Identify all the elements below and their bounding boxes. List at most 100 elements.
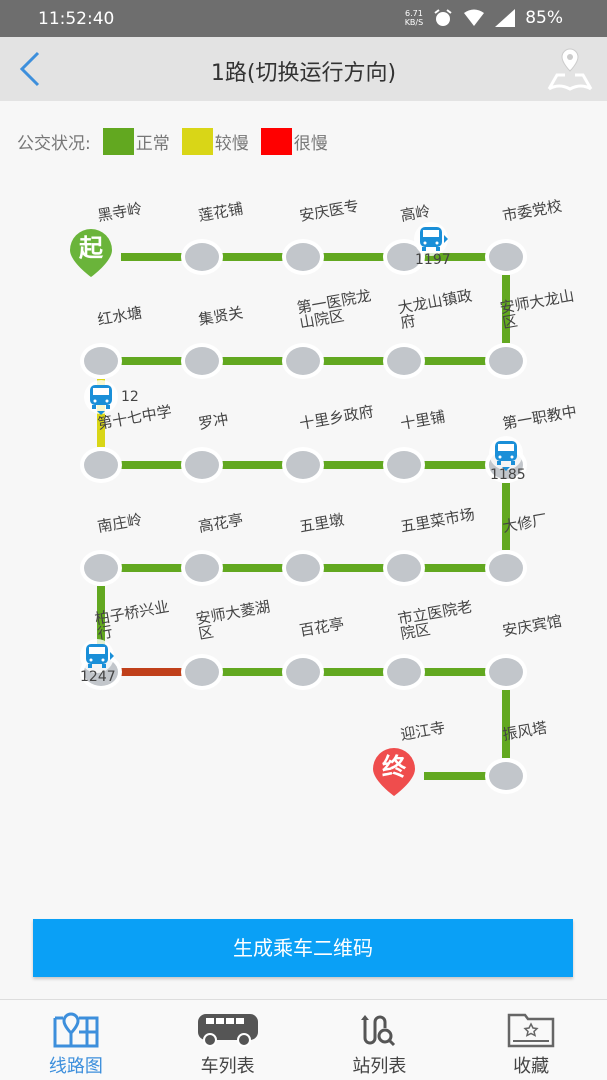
route-segment bbox=[424, 461, 486, 469]
station-label[interactable]: 集贤关 bbox=[197, 303, 245, 329]
station-node[interactable] bbox=[185, 347, 219, 375]
route-segment bbox=[424, 357, 486, 365]
legend-swatch-very-slow bbox=[260, 128, 292, 155]
bus-icon[interactable] bbox=[413, 221, 449, 257]
station-node[interactable] bbox=[84, 347, 118, 375]
bus-number: 1197 bbox=[415, 252, 451, 268]
station-node[interactable] bbox=[185, 658, 219, 686]
route-segment bbox=[424, 668, 486, 676]
station-node[interactable] bbox=[489, 347, 523, 375]
station-node[interactable] bbox=[84, 451, 118, 479]
bus-icon bbox=[197, 1014, 258, 1047]
route-segment bbox=[222, 461, 283, 469]
station-label[interactable]: 红水塘 bbox=[96, 303, 144, 329]
station-label[interactable]: 黑寺岭 bbox=[96, 199, 144, 225]
station-node[interactable] bbox=[387, 451, 421, 479]
station-node[interactable] bbox=[286, 554, 320, 582]
wifi-icon bbox=[464, 9, 485, 26]
station-node[interactable] bbox=[84, 554, 118, 582]
route-segment bbox=[323, 461, 384, 469]
station-label[interactable]: 市委党校 bbox=[501, 196, 564, 225]
station-label[interactable]: 大龙山镇政 府 bbox=[396, 286, 474, 332]
station-node[interactable] bbox=[185, 243, 219, 271]
station-label[interactable]: 十里铺 bbox=[399, 407, 447, 433]
station-label[interactable]: 第一职教中 bbox=[501, 402, 579, 433]
station-label[interactable]: 第一医院龙 山院区 bbox=[295, 286, 373, 332]
net-speed-value: 6.71 bbox=[405, 9, 423, 18]
station-node[interactable] bbox=[286, 451, 320, 479]
route-segment bbox=[97, 586, 105, 654]
route-map-icon bbox=[53, 1012, 99, 1048]
map-pin-icon[interactable] bbox=[545, 45, 595, 93]
route-segment bbox=[502, 275, 510, 343]
station-label[interactable]: 五里墩 bbox=[298, 510, 346, 536]
route-map: 黑寺岭莲花铺安庆医专高岭市委党校安师大龙山 区大龙山镇政 府第一医院龙 山院区集… bbox=[0, 180, 607, 820]
battery-level: 85% bbox=[525, 8, 563, 28]
bus-number: 1185 bbox=[490, 467, 526, 483]
tab-station-list[interactable]: 站列表 bbox=[304, 1000, 456, 1080]
station-node[interactable] bbox=[387, 243, 421, 271]
station-node[interactable] bbox=[489, 762, 523, 790]
bus-icon[interactable] bbox=[83, 379, 119, 415]
tab-label: 收藏 bbox=[513, 1056, 550, 1077]
station-label[interactable]: 大修厂 bbox=[501, 510, 549, 536]
bottom-tab-bar: 线路图 车列表 站列表 收藏 bbox=[0, 999, 607, 1080]
station-label[interactable]: 安师大龙山 区 bbox=[498, 286, 576, 332]
station-label[interactable]: 迎江寺 bbox=[399, 718, 447, 744]
legend-swatch-slow bbox=[181, 128, 213, 155]
start-marker[interactable]: 起 bbox=[68, 227, 114, 279]
station-label[interactable]: 五里菜市场 bbox=[399, 505, 477, 536]
route-segment bbox=[222, 357, 283, 365]
station-node[interactable] bbox=[489, 554, 523, 582]
station-label[interactable]: 南庄岭 bbox=[96, 510, 144, 536]
legend-label-very-slow: 很慢 bbox=[293, 134, 328, 154]
station-label[interactable]: 十里乡政府 bbox=[298, 402, 376, 433]
traffic-legend: 公交状况: 正常 较慢 很慢 bbox=[17, 128, 328, 155]
station-label[interactable]: 高花亭 bbox=[197, 510, 245, 536]
route-segment bbox=[424, 772, 486, 780]
bus-number: 1247 bbox=[80, 669, 116, 685]
bus-icon[interactable] bbox=[79, 638, 115, 674]
route-segment bbox=[502, 690, 510, 758]
marker-text: 起 bbox=[79, 234, 103, 262]
station-label[interactable]: 罗冲 bbox=[197, 410, 230, 433]
route-segment bbox=[121, 253, 182, 261]
tab-bus-list[interactable]: 车列表 bbox=[152, 1000, 304, 1080]
tab-favorites[interactable]: 收藏 bbox=[455, 1000, 607, 1080]
net-speed-unit: KB/S bbox=[404, 18, 424, 27]
station-node[interactable] bbox=[286, 243, 320, 271]
marker-text: 终 bbox=[382, 753, 406, 781]
station-label[interactable]: 安庆医专 bbox=[298, 196, 361, 225]
station-label[interactable]: 安庆宾馆 bbox=[501, 611, 564, 640]
end-marker[interactable]: 终 bbox=[371, 746, 417, 798]
station-node[interactable] bbox=[387, 347, 421, 375]
generate-qr-button[interactable]: 生成乘车二维码 bbox=[33, 919, 573, 977]
route-segment bbox=[222, 564, 283, 572]
station-node[interactable] bbox=[387, 658, 421, 686]
tab-route-map[interactable]: 线路图 bbox=[0, 1000, 152, 1080]
station-node[interactable] bbox=[387, 554, 421, 582]
header: 1路(切换运行方向) bbox=[0, 37, 607, 101]
station-node[interactable] bbox=[489, 243, 523, 271]
clock: 11:52:40 bbox=[38, 9, 115, 29]
station-node[interactable] bbox=[185, 554, 219, 582]
route-segment bbox=[323, 668, 384, 676]
legend-label-slow: 较慢 bbox=[214, 134, 249, 154]
chevron-left-icon[interactable] bbox=[14, 49, 48, 89]
route-segment bbox=[121, 564, 182, 572]
station-label[interactable]: 市立医院老 院区 bbox=[396, 597, 474, 643]
station-node[interactable] bbox=[286, 347, 320, 375]
bus-icon[interactable] bbox=[488, 435, 524, 471]
station-node[interactable] bbox=[185, 451, 219, 479]
station-label[interactable]: 安师大菱湖 区 bbox=[194, 597, 272, 643]
station-label[interactable]: 柏子桥兴业 行 bbox=[93, 597, 171, 643]
page-title[interactable]: 1路(切换运行方向) bbox=[210, 61, 397, 86]
station-label[interactable]: 莲花铺 bbox=[197, 199, 245, 225]
station-node[interactable] bbox=[286, 658, 320, 686]
station-label[interactable]: 振风塔 bbox=[501, 718, 549, 744]
station-label[interactable]: 百花亭 bbox=[298, 614, 346, 640]
station-node[interactable] bbox=[489, 658, 523, 686]
route-segment bbox=[502, 483, 510, 550]
route-segment bbox=[121, 461, 182, 469]
